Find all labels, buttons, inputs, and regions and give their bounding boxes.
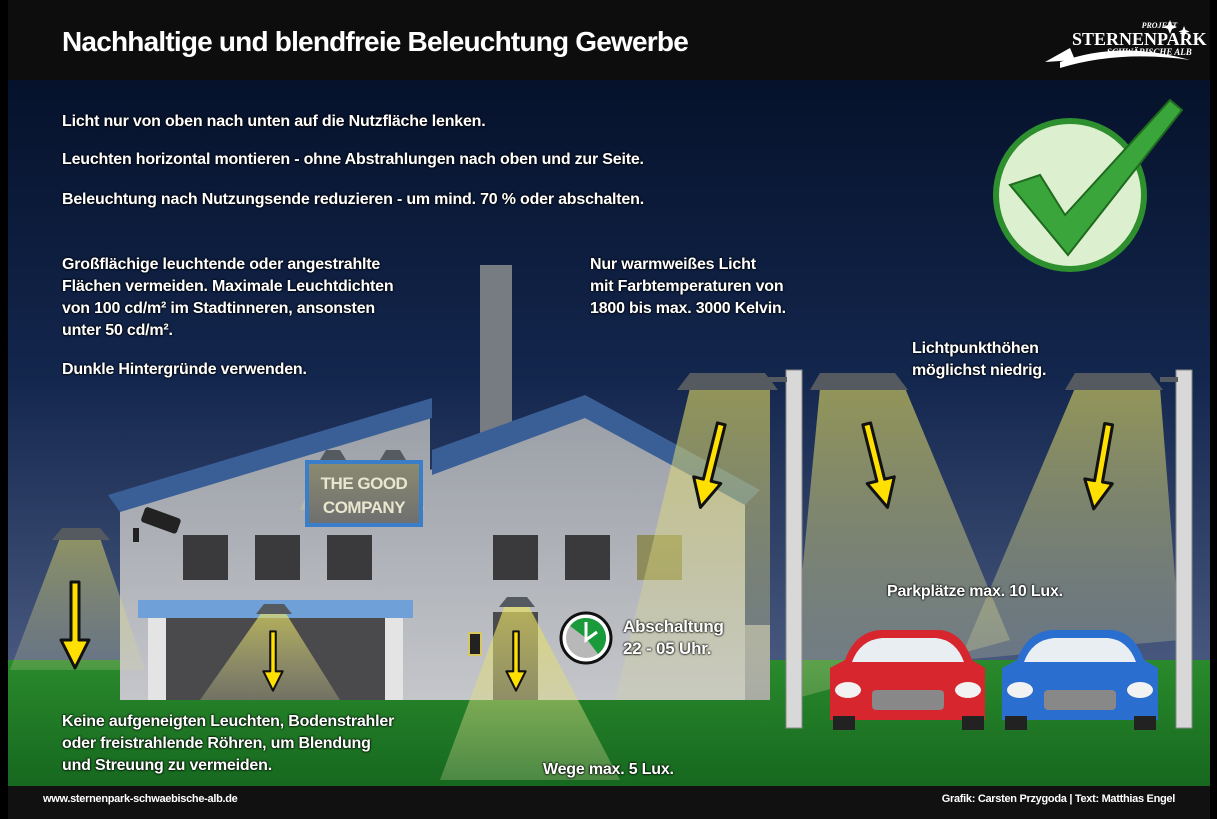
clock-icon [559, 611, 613, 665]
note-surfaces: Großflächige leuchtende oder angestrahlt… [62, 256, 394, 339]
red-car [830, 630, 985, 730]
light-cones [10, 388, 1180, 780]
note-warm-light: Nur warmweißes Licht mit Farbtemperature… [590, 256, 786, 317]
security-camera-icon [133, 507, 181, 542]
company-sign: THE GOOD COMPANY [305, 460, 423, 527]
footer-url-link[interactable]: www.sternenpark-schwaebische-alb.de [43, 793, 238, 805]
stars-icon [1045, 20, 1190, 68]
blue-car [1002, 630, 1158, 730]
note-parking: Parkplätze max. 10 Lux. [887, 583, 1063, 600]
note-heights: Lichtpunkthöhen möglichst niedrig. [912, 340, 1047, 379]
page-title: Nachhaltige und blendfreie Beleuchtung G… [62, 26, 689, 57]
checkmark-icon [993, 98, 1184, 272]
footer-bar [8, 786, 1210, 819]
rule-3: Beleuchtung nach Nutzungsende reduzieren… [62, 191, 644, 208]
rule-1: Licht nur von oben nach unten auf die Nu… [62, 113, 486, 130]
footer-credits: Grafik: Carsten Przygoda | Text: Matthia… [941, 793, 1176, 805]
street-lamps [52, 369, 1193, 729]
sternenpark-logo: PROJEKT STERNENPARK SCHWÄBISCHE ALB [1072, 21, 1207, 57]
note-paths: Wege max. 5 Lux. [543, 761, 674, 778]
note-no-uplights: Keine aufgeneigten Leuchten, Bodenstrahl… [62, 713, 395, 774]
note-background: Dunkle Hintergründe verwenden. [62, 361, 307, 378]
header-bar [8, 0, 1210, 80]
rule-2: Leuchten horizontal montieren - ohne Abs… [62, 151, 644, 168]
note-shutoff: Abschaltung 22 - 05 Uhr. [623, 617, 724, 658]
